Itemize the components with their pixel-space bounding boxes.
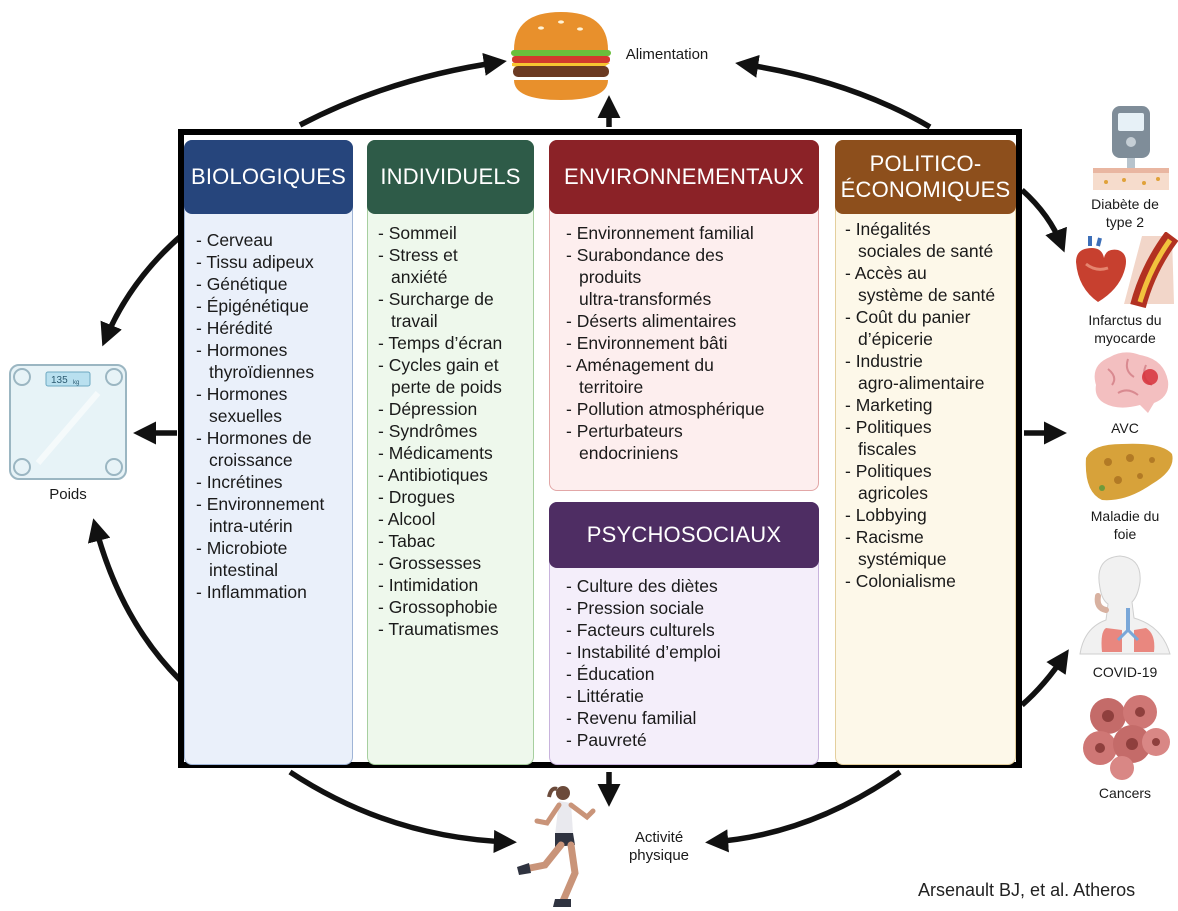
list-item: - Éducation xyxy=(566,664,655,684)
list-item: - Drogues xyxy=(378,487,455,507)
list-item: - Déserts alimentaires xyxy=(566,311,737,331)
list-item: - Alcool xyxy=(378,509,436,529)
list-item: - Aménagement du territoire xyxy=(566,355,714,397)
list-item: - Perturbateurs endocriniens xyxy=(566,421,683,463)
list-item: - Accès au système de santé xyxy=(845,263,996,305)
list-item: - Pollution atmosphérique xyxy=(566,399,765,419)
list-item: - Pression sociale xyxy=(566,598,705,618)
outcome-label: Diabète de type 2 xyxy=(1091,196,1159,230)
list-item: - Médicaments xyxy=(378,443,493,463)
list-item: - Littératie xyxy=(566,686,644,706)
list-item: - Hormones de croissance xyxy=(196,428,312,470)
outcome-label: AVC xyxy=(1111,420,1139,436)
arrow-to-outcomes-top xyxy=(1020,187,1067,253)
list-item: - Facteurs culturels xyxy=(566,620,715,640)
brain-icon xyxy=(1094,352,1169,413)
list-item: - Traumatismes xyxy=(378,619,499,639)
arrow-to-alimentation-right xyxy=(735,54,932,130)
list-item: - Intimidation xyxy=(378,575,479,595)
list-item: - Environnement bâti xyxy=(566,333,728,353)
arrow-to-activite-left xyxy=(288,769,517,854)
cancer-cells-icon xyxy=(1083,695,1170,780)
outcome-label: Cancers xyxy=(1098,785,1152,801)
list-item: - Inégalités sociales de santé xyxy=(845,219,994,261)
burger-icon xyxy=(511,12,611,100)
list-item: - Tissu adipeux xyxy=(196,252,314,272)
list-item: - Surcharge de travail xyxy=(378,289,494,331)
scale-icon: 135 kg xyxy=(9,364,127,480)
list-item: - Pauvreté xyxy=(566,730,647,750)
list-item: - Industrie agro-alimentaire xyxy=(845,351,985,393)
list-item: - Marketing xyxy=(845,395,933,415)
runner-icon xyxy=(517,786,596,907)
list-item: - Politiques agricoles xyxy=(845,461,932,503)
list-item: - Culture des diètes xyxy=(566,576,718,596)
individuels-header: INDIVIDUELS xyxy=(367,140,534,214)
outcome-label: Infarctus du myocarde xyxy=(1088,312,1162,346)
individuels-list: - Sommeil - Stress et anxiété - Surcharg… xyxy=(378,222,533,640)
glucometer-icon xyxy=(1093,106,1169,190)
activite-label: Activité physique xyxy=(628,829,690,864)
biologiques-column xyxy=(184,140,353,765)
environnementaux-list: - Environnement familial - Surabondance … xyxy=(566,222,816,464)
list-item: - Temps d’écran xyxy=(378,333,503,353)
psychosociaux-list: - Culture des diètes - Pression sociale … xyxy=(566,575,816,751)
list-item: - Revenu familial xyxy=(566,708,697,728)
list-item: - Stress et anxiété xyxy=(378,245,458,287)
list-item: - Lobbying xyxy=(845,505,927,525)
list-item: - Cycles gain et perte de poids xyxy=(378,355,502,397)
outcome-label: Maladie du foie xyxy=(1090,508,1160,542)
list-item: - Inflammation xyxy=(196,582,307,602)
politico-list: - Inégalités sociales de santé - Accès a… xyxy=(845,218,1015,592)
alimentation-label: Alimentation xyxy=(625,46,709,63)
politico-header: POLITICO- ÉCONOMIQUES xyxy=(835,140,1016,214)
poids-label: Poids xyxy=(49,486,87,503)
list-item: - Environnement familial xyxy=(566,223,754,243)
liver-icon xyxy=(1085,443,1173,501)
list-item: - Génétique xyxy=(196,274,288,294)
list-item: - Syndrômes xyxy=(378,421,478,441)
list-item: - Hormones thyroïdiennes xyxy=(196,340,315,382)
psychosociaux-header: PSYCHOSOCIAUX xyxy=(549,502,819,568)
biologiques-header: BIOLOGIQUES xyxy=(184,140,353,214)
individuels-column xyxy=(367,140,534,765)
arrow-to-poids-top xyxy=(100,232,184,347)
citation: Arsenault BJ, et al. Atheros xyxy=(918,880,1136,900)
biologiques-list: - Cerveau - Tissu adipeux - Génétique - … xyxy=(196,229,351,603)
list-item: - Incrétines xyxy=(196,472,283,492)
list-item: - Grossesses xyxy=(378,553,482,573)
list-item: - Environnement intra-utérin xyxy=(196,494,325,536)
list-item: - Épigénétique xyxy=(196,296,309,316)
arrow-from-poids-bottom xyxy=(87,518,182,682)
arrow-to-alimentation-left xyxy=(298,52,507,128)
list-item: - Surabondance des produits ultra-transf… xyxy=(566,245,724,309)
scale-reading: 135 xyxy=(51,375,68,386)
list-item: - Microbiote intestinal xyxy=(196,538,288,580)
environnementaux-header: ENVIRONNEMENTAUX xyxy=(549,140,819,214)
arrow-to-activite-right xyxy=(705,769,902,853)
list-item: - Hormones sexuelles xyxy=(196,384,288,426)
list-item: - Politiques fiscales xyxy=(845,417,932,459)
arrow-to-outcomes-bottom xyxy=(1020,649,1069,708)
list-item: - Hérédité xyxy=(196,318,273,338)
list-item: - Instabilité d’emploi xyxy=(566,642,721,662)
list-item: - Tabac xyxy=(378,531,436,551)
list-item: - Dépression xyxy=(378,399,478,419)
lungs-icon xyxy=(1079,555,1171,655)
outcome-label: COVID-19 xyxy=(1092,664,1158,680)
list-item: - Coût du panier d’épicerie xyxy=(845,307,971,349)
list-item: - Grossophobie xyxy=(378,597,498,617)
list-item: - Cerveau xyxy=(196,230,273,250)
list-item: - Racisme systémique xyxy=(845,527,947,569)
list-item: - Antibiotiques xyxy=(378,465,488,485)
heart-icon xyxy=(1076,232,1178,309)
list-item: - Sommeil xyxy=(378,223,457,243)
scale-unit: kg xyxy=(73,380,79,386)
list-item: - Colonialisme xyxy=(845,571,956,591)
